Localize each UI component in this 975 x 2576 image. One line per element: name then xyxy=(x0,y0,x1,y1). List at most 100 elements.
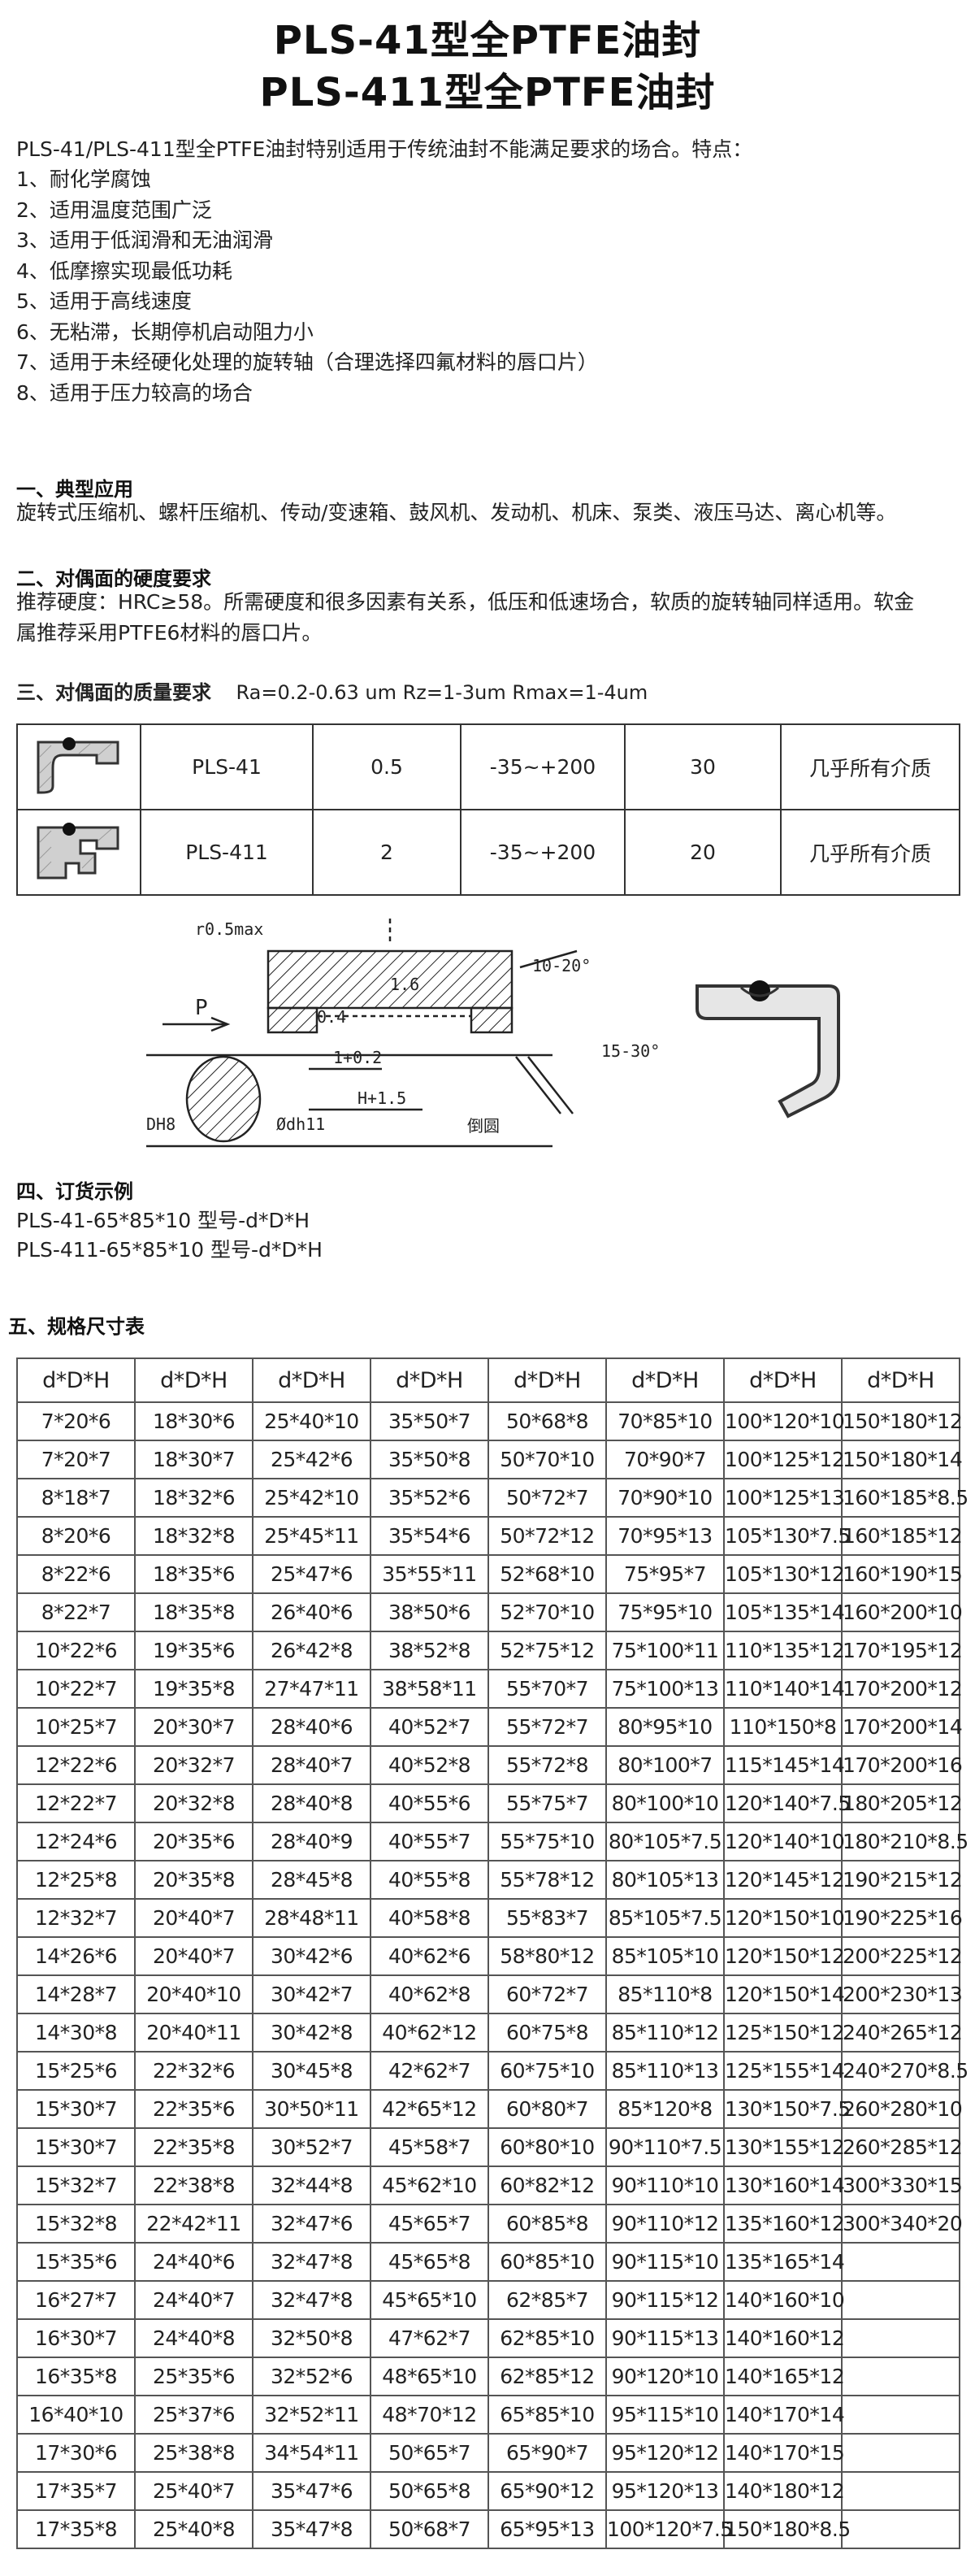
size-cell: 130*160*14 xyxy=(723,2165,845,2205)
size-cell: 14*28*7 xyxy=(16,1974,136,2014)
size-cell: 62*85*12 xyxy=(488,2357,607,2396)
size-cell: 100*125*12 xyxy=(723,1440,845,1479)
size-column-header: d*D*H xyxy=(841,1358,960,1403)
size-cell: 60*80*7 xyxy=(488,2089,607,2129)
size-cell: 25*40*8 xyxy=(134,2509,254,2549)
quality-line: 三、对偶面的质量要求 Ra=0.2-0.63 um Rz=1-3um Rmax=… xyxy=(16,676,648,705)
size-cell: 85*120*8 xyxy=(605,2089,725,2129)
size-cell: 125*150*12 xyxy=(723,2013,845,2053)
size-cell: 30*52*7 xyxy=(252,2127,371,2167)
application-heading: 一、典型应用 xyxy=(16,478,133,501)
size-cell: 24*40*8 xyxy=(134,2318,254,2358)
size-cell: 65*95*13 xyxy=(488,2509,607,2549)
seal-profile-pls41-icon xyxy=(37,736,119,793)
size-cell: 12*22*7 xyxy=(16,1783,136,1823)
size-cell: 48*65*10 xyxy=(370,2357,489,2396)
size-cell: 140*180*12 xyxy=(723,2471,845,2511)
size-cell: 45*62*10 xyxy=(370,2165,489,2205)
size-cell: 35*50*8 xyxy=(370,1440,489,1479)
size-cell: 25*38*8 xyxy=(134,2433,254,2473)
size-cell: 170*195*12 xyxy=(841,1631,963,1670)
size-cell: 38*50*6 xyxy=(370,1592,489,1632)
size-cell: 20*32*8 xyxy=(134,1783,254,1823)
housing xyxy=(266,949,514,1010)
quality-text: Ra=0.2-0.63 um Rz=1-3um Rmax=1-4um xyxy=(236,681,648,704)
intro-text: PLS-41/PLS-411型全PTFE油封特别适用于传统油封不能满足要求的场合… xyxy=(16,137,753,161)
size-cell: 15*30*7 xyxy=(16,2089,136,2129)
size-cell: 65*90*12 xyxy=(488,2471,607,2511)
size-cell: 24*40*6 xyxy=(134,2242,254,2282)
size-cell: 90*110*10 xyxy=(605,2165,725,2205)
size-cell: 14*26*6 xyxy=(16,1936,136,1976)
size-cell: 35*54*6 xyxy=(370,1516,489,1556)
size-cell: 18*32*6 xyxy=(134,1478,254,1518)
size-cell: 7*20*7 xyxy=(16,1440,136,1479)
size-cell: 26*40*6 xyxy=(252,1592,371,1632)
size-cell xyxy=(841,2242,960,2282)
size-cell: 10*25*7 xyxy=(16,1707,136,1747)
size-cell: 19*35*8 xyxy=(134,1669,254,1709)
title-line-2: PLS-411型全PTFE油封 xyxy=(259,70,716,115)
model-cell: PLS-41 xyxy=(140,723,314,810)
size-cell: 32*44*8 xyxy=(252,2165,371,2205)
size-cell: 90*115*12 xyxy=(605,2280,725,2320)
size-cell: 130*155*12 xyxy=(723,2127,845,2167)
size-cell: 80*100*10 xyxy=(605,1783,725,1823)
feature-item: 1、耐化学腐蚀 xyxy=(16,167,151,191)
size-cell: 55*70*7 xyxy=(488,1669,607,1709)
order-example-2: PLS-411-65*85*10 型号-d*D*H xyxy=(16,1238,323,1262)
size-cell: 38*58*11 xyxy=(370,1669,489,1709)
size-cell: 85*110*8 xyxy=(605,1974,725,2014)
size-cell xyxy=(841,2280,960,2320)
size-cell: 50*68*7 xyxy=(370,2509,489,2549)
size-cell: 35*52*6 xyxy=(370,1478,489,1518)
label-round: 倒圆 xyxy=(467,1116,500,1136)
size-cell: 52*70*10 xyxy=(488,1592,607,1632)
size-cell: 100*120*10 xyxy=(723,1401,845,1441)
size-cell: 28*40*7 xyxy=(252,1745,371,1785)
hardness-text-2: 属推荐采用PTFE6材料的唇口片。 xyxy=(16,621,323,645)
size-cell: 20*35*6 xyxy=(134,1822,254,1861)
size-cell: 65*90*7 xyxy=(488,2433,607,2473)
size-cell: 55*72*7 xyxy=(488,1707,607,1747)
size-cell: 160*200*10 xyxy=(841,1592,963,1632)
size-cell: 25*42*10 xyxy=(252,1478,371,1518)
size-cell: 32*50*8 xyxy=(252,2318,371,2358)
size-cell: 80*95*10 xyxy=(605,1707,725,1747)
size-cell: 40*55*8 xyxy=(370,1860,489,1900)
order-heading: 四、订货示例 xyxy=(16,1180,133,1203)
size-cell: 24*40*7 xyxy=(134,2280,254,2320)
size-cell: 22*42*11 xyxy=(134,2204,254,2244)
size-cell: 22*38*8 xyxy=(134,2165,254,2205)
size-cell: 20*32*7 xyxy=(134,1745,254,1785)
size-cell: 20*40*7 xyxy=(134,1898,254,1938)
size-cell: 30*42*8 xyxy=(252,2013,371,2053)
size-cell: 180*205*12 xyxy=(841,1783,963,1823)
size-cell xyxy=(841,2433,960,2473)
size-cell: 8*22*6 xyxy=(16,1554,136,1594)
size-cell: 90*115*10 xyxy=(605,2242,725,2282)
size-cell: 60*85*8 xyxy=(488,2204,607,2244)
pressure-cell: 20 xyxy=(624,809,782,896)
size-cell: 60*75*8 xyxy=(488,2013,607,2053)
size-cell: 8*22*7 xyxy=(16,1592,136,1632)
size-cell: 42*65*12 xyxy=(370,2089,489,2129)
size-cell: 17*35*8 xyxy=(16,2509,136,2549)
size-column-header: d*D*H xyxy=(488,1358,607,1403)
size-cell: 35*55*11 xyxy=(370,1554,489,1594)
size-cell: 65*85*10 xyxy=(488,2395,607,2435)
title-line-1: PLS-41型全PTFE油封 xyxy=(273,18,702,63)
size-cell: 60*75*10 xyxy=(488,2051,607,2091)
size-column-header: d*D*H xyxy=(723,1358,843,1403)
size-cell: 15*35*6 xyxy=(16,2242,136,2282)
size-cell: 115*145*14 xyxy=(723,1745,845,1785)
size-cell: 15*32*8 xyxy=(16,2204,136,2244)
